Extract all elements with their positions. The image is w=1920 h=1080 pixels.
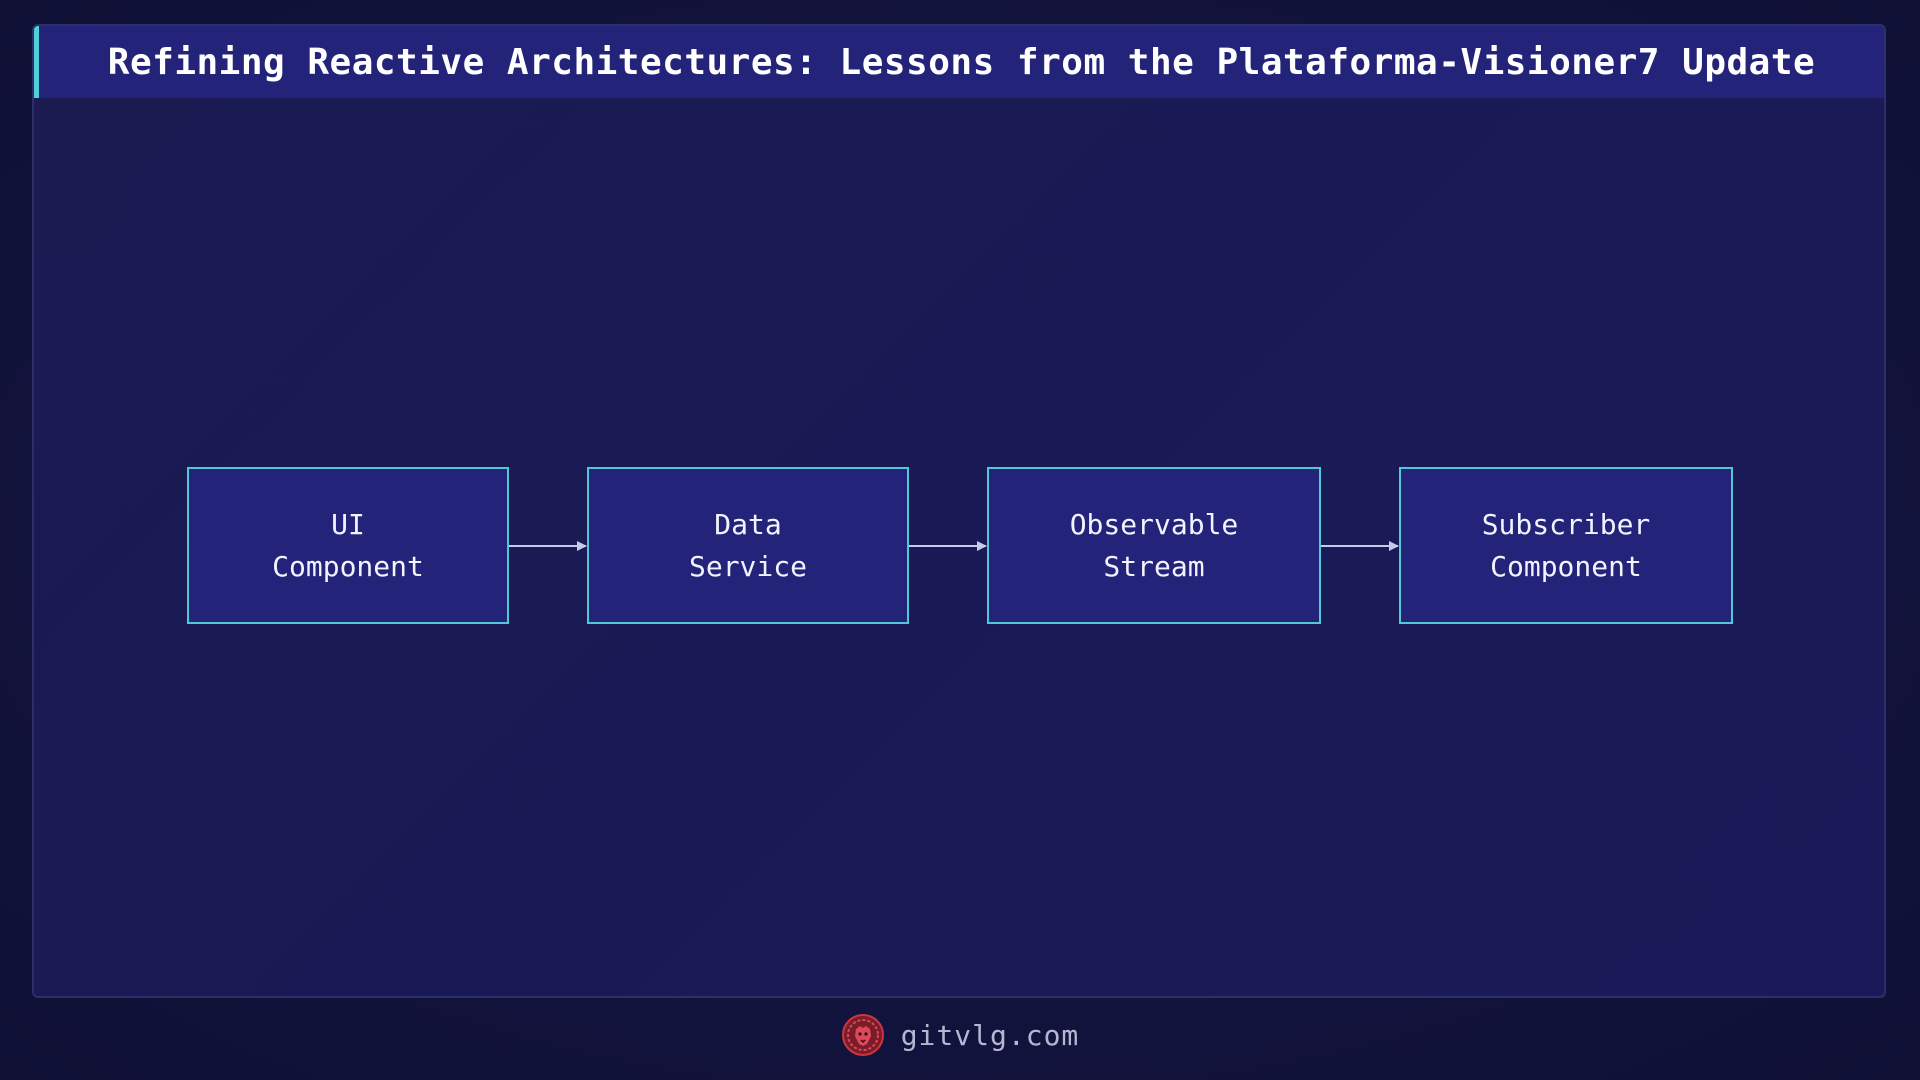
- node-observable-stream: Observable Stream: [987, 467, 1321, 624]
- node-label: UI Component: [272, 507, 424, 583]
- node-subscriber-component: Subscriber Component: [1399, 467, 1733, 624]
- site-link[interactable]: gitvlg.com: [900, 1018, 1080, 1052]
- node-data-service: Data Service: [587, 467, 909, 624]
- footer: gitvlg.com: [0, 1010, 1920, 1060]
- title-bar: Refining Reactive Architectures: Lessons…: [34, 26, 1884, 98]
- page-title: Refining Reactive Architectures: Lessons…: [107, 41, 1816, 83]
- node-label: Observable Stream: [1069, 507, 1239, 583]
- lion-logo-icon: [841, 1014, 884, 1056]
- node-label: Subscriber Component: [1481, 507, 1651, 583]
- node-ui-component: UI Component: [187, 467, 509, 624]
- node-label: Data Service: [688, 507, 807, 583]
